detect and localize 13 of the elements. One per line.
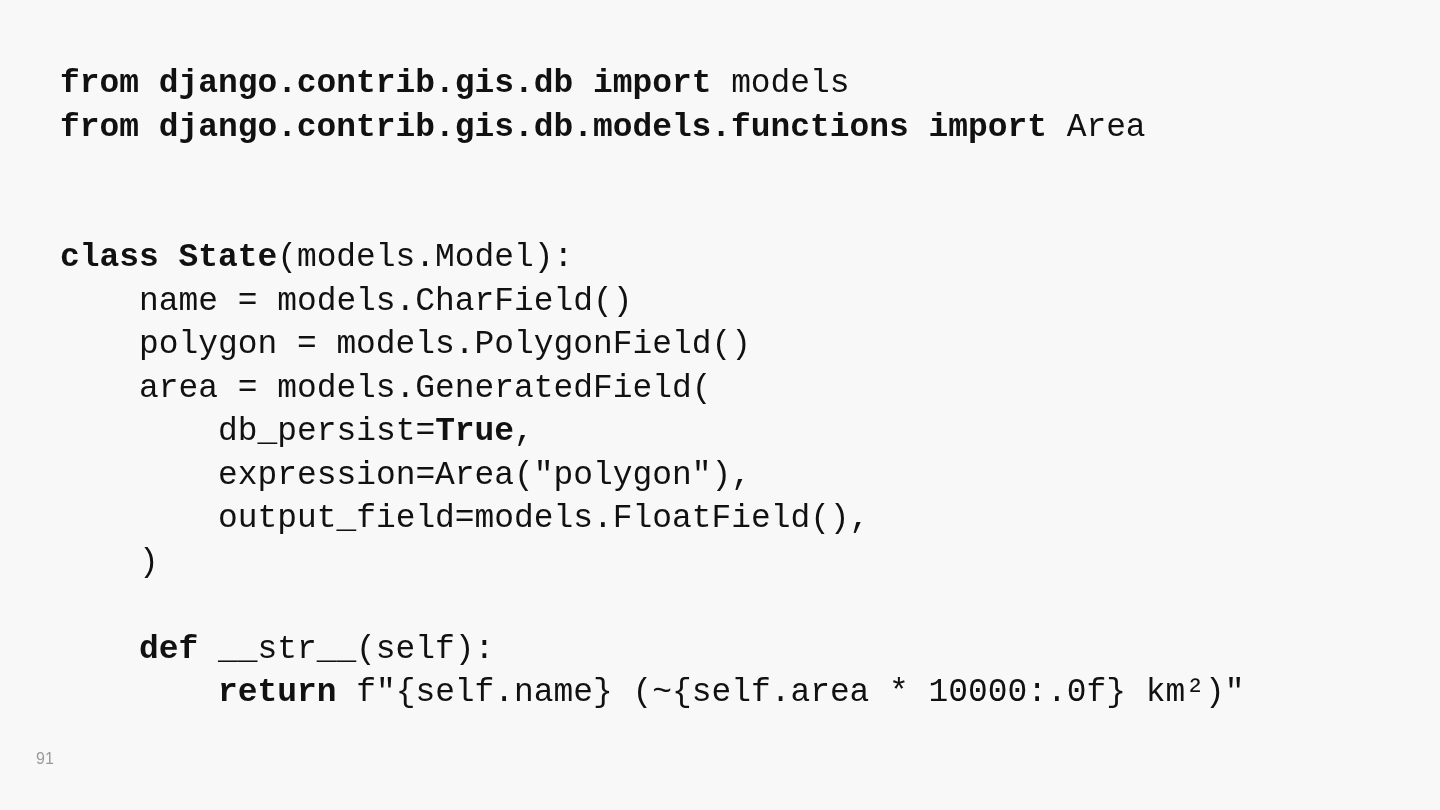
code-line: from django.contrib.gis.db import models [60, 64, 850, 104]
code-line: output_field=models.FloatField(), [218, 499, 870, 539]
code-line: def __str__(self): [139, 629, 495, 670]
code-line: from django.contrib.gis.db.models.functions import Area [60, 107, 1146, 148]
code-line: ) [139, 542, 159, 583]
code-line: area = models.GeneratedField( [139, 368, 712, 409]
code-line: name = models.CharField() [139, 281, 633, 322]
code-line: db_persist=True, [218, 412, 534, 452]
page-number: 91 [36, 750, 54, 768]
code-line: class State(models.Model): [60, 238, 574, 278]
code-line: return f"{self.name} (~{self.area * 10000:.0f} km²)" [218, 673, 1245, 713]
code-line: expression=Area("polygon"), [218, 455, 751, 496]
code-line: polygon = models.PolygonField() [139, 325, 751, 365]
